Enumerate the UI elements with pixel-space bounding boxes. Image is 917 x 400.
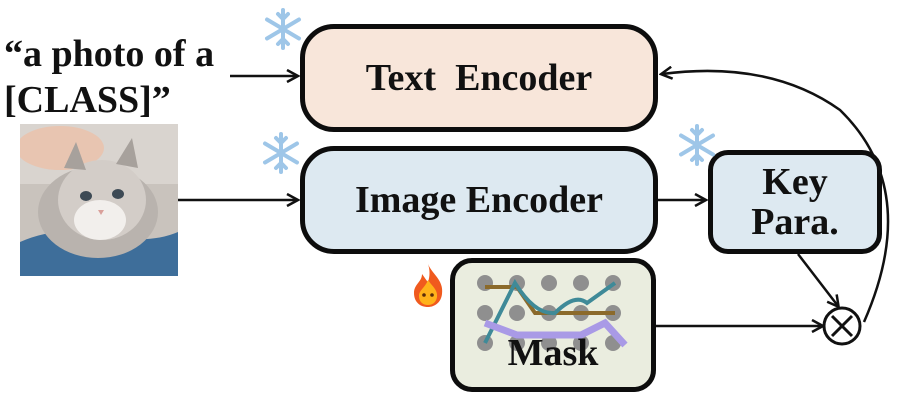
text-encoder-label: Text Encoder xyxy=(365,57,593,99)
key-para-line-2: Para. xyxy=(751,201,839,243)
image-encoder-box: Image Encoder xyxy=(300,146,658,254)
snowflake-icon xyxy=(263,132,299,174)
key-para-box: Key Para. xyxy=(708,150,882,254)
mask-path-purple xyxy=(483,318,628,348)
cat-image xyxy=(20,124,178,276)
snowflake-icon xyxy=(679,124,715,166)
snowflake-icon xyxy=(265,8,301,50)
mask-path-teal xyxy=(483,278,617,344)
arrow-combine-to-text-encoder xyxy=(662,71,890,323)
mask-label: Mask xyxy=(507,332,599,374)
prompt-line-1: “a photo of a xyxy=(4,33,215,75)
key-para-line-1: Key xyxy=(762,161,828,203)
image-encoder-label: Image Encoder xyxy=(354,179,604,221)
text-encoder-box: Text Encoder xyxy=(300,24,658,132)
arrow-key-para-to-combine xyxy=(797,253,838,306)
prompt-line-2: [CLASS]” xyxy=(4,79,171,121)
mask-graph xyxy=(477,275,628,351)
mask-box: Mask xyxy=(450,258,656,392)
fire-icon xyxy=(414,264,443,307)
multiply-circle-icon xyxy=(822,306,862,346)
